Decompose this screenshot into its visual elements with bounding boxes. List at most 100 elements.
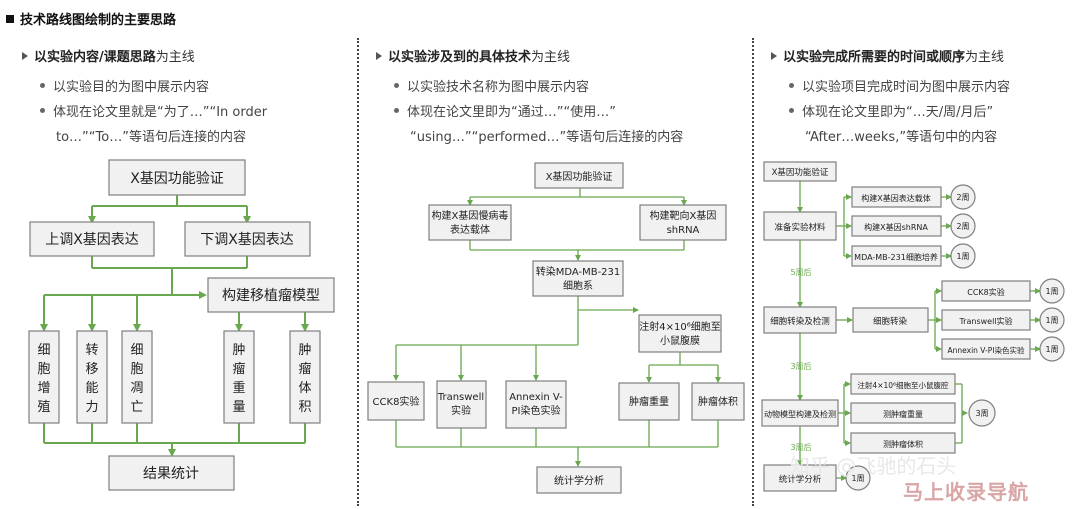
svg-text:准备实验材料: 准备实验材料 [774,222,826,233]
svg-text:shRNA: shRNA [667,225,700,236]
column2-bullet-2: 体现在论文里即为“通过…”“使用…” [394,101,616,120]
bullet-dot-icon [40,108,45,113]
svg-text:Transwell: Transwell [437,392,484,403]
diagram1-root: X基因功能验证 [108,159,246,196]
svg-text:2周: 2周 [956,193,969,202]
column3-bullet-2: 体现在论文里即为“…天/周/月后” [789,101,993,120]
diagram2-lentiviral-vector: 构建X基因慢病毒 表达载体 [428,204,512,241]
svg-text:瘤: 瘤 [298,361,311,377]
diagram1-leaf-apoptosis: 细 胞 凋 亡 [121,330,153,424]
diagram3-prep-time: 1周 [950,243,976,269]
svg-text:重: 重 [232,380,245,396]
svg-text:积: 积 [298,400,311,415]
svg-text:实验: 实验 [451,404,471,417]
diagram3-animal-time: 3周 [968,399,996,427]
diagram3-cell-time: 1周 [1039,307,1065,333]
svg-text:1周: 1周 [1045,287,1058,296]
svg-text:1周: 1周 [1045,316,1058,325]
svg-text:瘤: 瘤 [232,361,245,377]
bullet-dot-icon [40,83,45,88]
svg-text:转: 转 [85,343,98,358]
svg-text:1周: 1周 [851,474,864,483]
svg-text:CCK8实验: CCK8实验 [967,287,1005,297]
svg-text:下调X基因表达: 下调X基因表达 [200,231,294,248]
arrow-bullet-icon [22,52,28,60]
diagram1-leaf-proliferation: 细 胞 增 殖 [28,330,60,424]
diagram3-statistics: 统计学分析 [763,464,837,492]
diagram3-gap-label: 5周后 [790,267,811,277]
diagram3-animal-item: 注射4×10⁶细胞至小鼠腹腔 [850,373,956,395]
svg-text:肿瘤体积: 肿瘤体积 [698,395,738,408]
svg-text:凋: 凋 [130,381,143,396]
svg-text:构建X基因shRNA: 构建X基因shRNA [864,222,928,232]
svg-text:亡: 亡 [130,400,143,415]
diagram2-annexin: Annexin V- PI染色实验 [505,380,567,429]
svg-text:Annexin V-PI染色实验: Annexin V-PI染色实验 [948,345,1025,355]
arrow-bullet-icon [376,52,382,60]
diagram3-prep-time: 2周 [950,213,976,239]
diagram3-root: X基因功能验证 [763,161,837,182]
diagram2-transwell: Transwell 实验 [436,380,487,429]
column2-bullet-2-continuation: “using…”“performed…”等语句后连接的内容 [410,130,684,145]
diagram2-transfection: 转染MDA-MB-231 细胞系 [532,260,624,297]
svg-text:上调X基因表达: 上调X基因表达 [45,231,139,248]
diagram2-statistics: 统计学分析 [536,466,622,494]
svg-text:构建靶向X基因: 构建靶向X基因 [650,209,717,222]
arrow-bullet-icon [771,52,777,60]
svg-text:1周: 1周 [1045,345,1058,354]
svg-text:测肿瘤重量: 测肿瘤重量 [883,409,923,419]
svg-text:表达载体: 表达载体 [450,223,490,236]
bullet-dot-icon [394,83,399,88]
svg-text:构建X基因慢病毒: 构建X基因慢病毒 [432,209,509,222]
diagram2-injection: 注射4×10⁶细胞至 小鼠腹膜 [638,314,722,353]
bullet-dot-icon [394,108,399,113]
svg-text:X基因功能验证: X基因功能验证 [772,167,829,178]
diagram3-prep-item: MDA-MB-231细胞培养 [851,245,942,267]
svg-text:X基因功能验证: X基因功能验证 [130,170,224,187]
column1-bullet-1: 以实验目的为图中展示内容 [40,76,209,95]
svg-text:小鼠腹膜: 小鼠腹膜 [660,334,700,347]
diagram2-tumor-weight: 肿瘤重量 [618,382,680,421]
svg-text:能: 能 [85,381,98,396]
diagram3-animal-item: 测肿瘤体积 [850,432,956,454]
column1-bullet-2-continuation: to…”“To…”等语句后连接的内容 [56,130,246,145]
diagram3-cell-time: 1周 [1039,336,1065,362]
diagram3-prepare-materials: 准备实验材料 [763,211,837,241]
diagram1-downregulate: 下调X基因表达 [184,221,311,257]
diagram1-xenograft-model: 构建移植瘤模型 [207,277,335,313]
svg-text:统计学分析: 统计学分析 [779,474,822,485]
page-title: 技术路线图绘制的主要思路 [6,9,176,28]
diagram1-leaf-migration: 转 移 能 力 [76,330,108,424]
diagram3-prep-item: 构建X基因shRNA [851,215,942,237]
svg-text:1周: 1周 [956,252,969,261]
svg-text:胞: 胞 [130,362,143,377]
svg-text:转染MDA-MB-231: 转染MDA-MB-231 [536,265,621,278]
svg-text:细胞系: 细胞系 [563,279,593,292]
svg-text:增: 增 [37,381,50,396]
svg-text:统计学分析: 统计学分析 [554,474,604,487]
diagram3-cell-stage: 细胞转染及检测 [763,306,837,334]
column2-bullet-1: 以实验技术名称为图中展示内容 [394,76,589,95]
column3-heading: 以实验完成所需要的时间或顺序为主线 [771,46,1004,65]
svg-text:胞: 胞 [37,362,50,377]
column2-heading: 以实验涉及到的具体技术为主线 [376,46,570,65]
svg-text:细: 细 [130,343,143,358]
diagram1-result: 结果统计 [108,455,235,491]
svg-text:PI染色实验: PI染色实验 [512,404,561,417]
svg-text:细: 细 [37,343,50,358]
svg-text:肿瘤重量: 肿瘤重量 [629,395,669,408]
svg-text:动物模型构建及检测: 动物模型构建及检测 [764,409,836,419]
column3-bullet-1: 以实验项目完成时间为图中展示内容 [789,76,1010,95]
svg-text:量: 量 [232,400,245,415]
column-separator [357,38,359,506]
diagram1-leaf-tumor-volume: 肿 瘤 体 积 [289,330,321,424]
diagram2-cck8: CCK8实验 [367,381,425,421]
watermark-logo: 马上收录导航 [903,480,1029,504]
svg-text:3周: 3周 [975,409,988,418]
column1-bullet-2: 体现在论文里就是“为了…”“In order [40,101,267,120]
diagram3-cell-item: Transwell实验 [941,309,1031,331]
diagram2-root: X基因功能验证 [534,162,624,189]
bullet-dot-icon [789,83,794,88]
svg-text:结果统计: 结果统计 [143,466,199,482]
column3-bullet-2-continuation: “After…weeks,”等语句中的内容 [805,130,998,145]
